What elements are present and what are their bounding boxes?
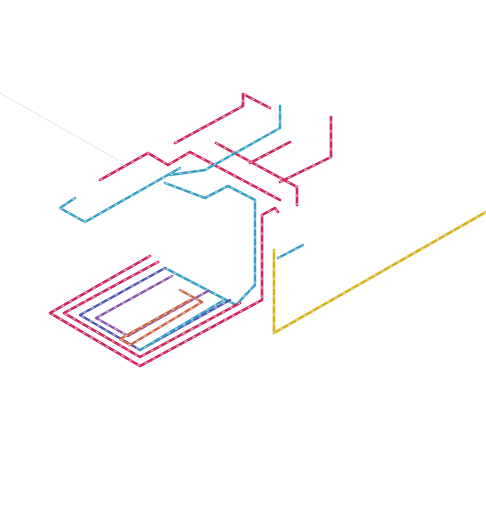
- supply-branch-pipe-a-stroke: [214, 141, 299, 207]
- return-left-pipe-dash-overlay: [59, 167, 181, 223]
- floor-loop-inner-a-dash-overlay: [79, 267, 231, 351]
- supply-riser-pipe: [278, 115, 333, 184]
- supply-manifold-pipe-stroke: [48, 206, 280, 368]
- reference-line: [0, 92, 119, 161]
- return-short-pipe-stroke: [276, 243, 305, 260]
- supply-upper-left-pipe-dash-overlay: [99, 151, 281, 201]
- gas-line: [272, 210, 486, 335]
- supply-riser-pipe-stroke: [278, 115, 333, 184]
- supply-branch-pipe-a: [214, 141, 299, 207]
- supply-riser-pipe-dash-overlay: [279, 117, 332, 183]
- supply-upper-left-pipe: [98, 150, 282, 202]
- floor-loop-return-feed: [138, 298, 226, 352]
- supply-branch-pipe-a-dash-overlay: [215, 142, 298, 205]
- supply-manifold-pipe-dash-overlay: [49, 207, 279, 367]
- return-main-pipe: [168, 104, 282, 177]
- return-left-pipe-stroke: [58, 166, 182, 224]
- supply-branch-pipe-b: [248, 140, 292, 165]
- floor-loop-inner-b-stroke: [94, 274, 210, 338]
- floor-loop-return-feed-dash-overlay: [139, 299, 225, 351]
- reference-line-stroke: [0, 92, 119, 161]
- return-left-pipe: [58, 166, 182, 224]
- floor-loop-outer: [62, 260, 242, 359]
- return-branch-pipe-dash-overlay: [164, 182, 256, 306]
- floor-loop-inner-c: [118, 288, 204, 347]
- floor-loop-inner-b: [94, 274, 210, 338]
- supply-main-pipe-stroke: [173, 92, 272, 145]
- return-short-pipe: [276, 243, 305, 260]
- floor-loop-inner-a: [78, 266, 232, 352]
- gas-line-dash-overlay: [273, 211, 486, 334]
- return-branch-pipe-stroke: [163, 181, 257, 307]
- supply-main-pipe: [173, 92, 272, 145]
- floor-loop-outer-stroke: [62, 260, 242, 359]
- supply-main-pipe-dash-overlay: [174, 93, 271, 144]
- return-main-pipe-stroke: [168, 104, 282, 177]
- supply-branch-pipe-b-dash-overlay: [249, 141, 291, 164]
- supply-manifold-pipe: [48, 206, 280, 368]
- return-branch-pipe: [163, 181, 257, 307]
- floor-loop-inner-c-dash-overlay: [119, 289, 203, 346]
